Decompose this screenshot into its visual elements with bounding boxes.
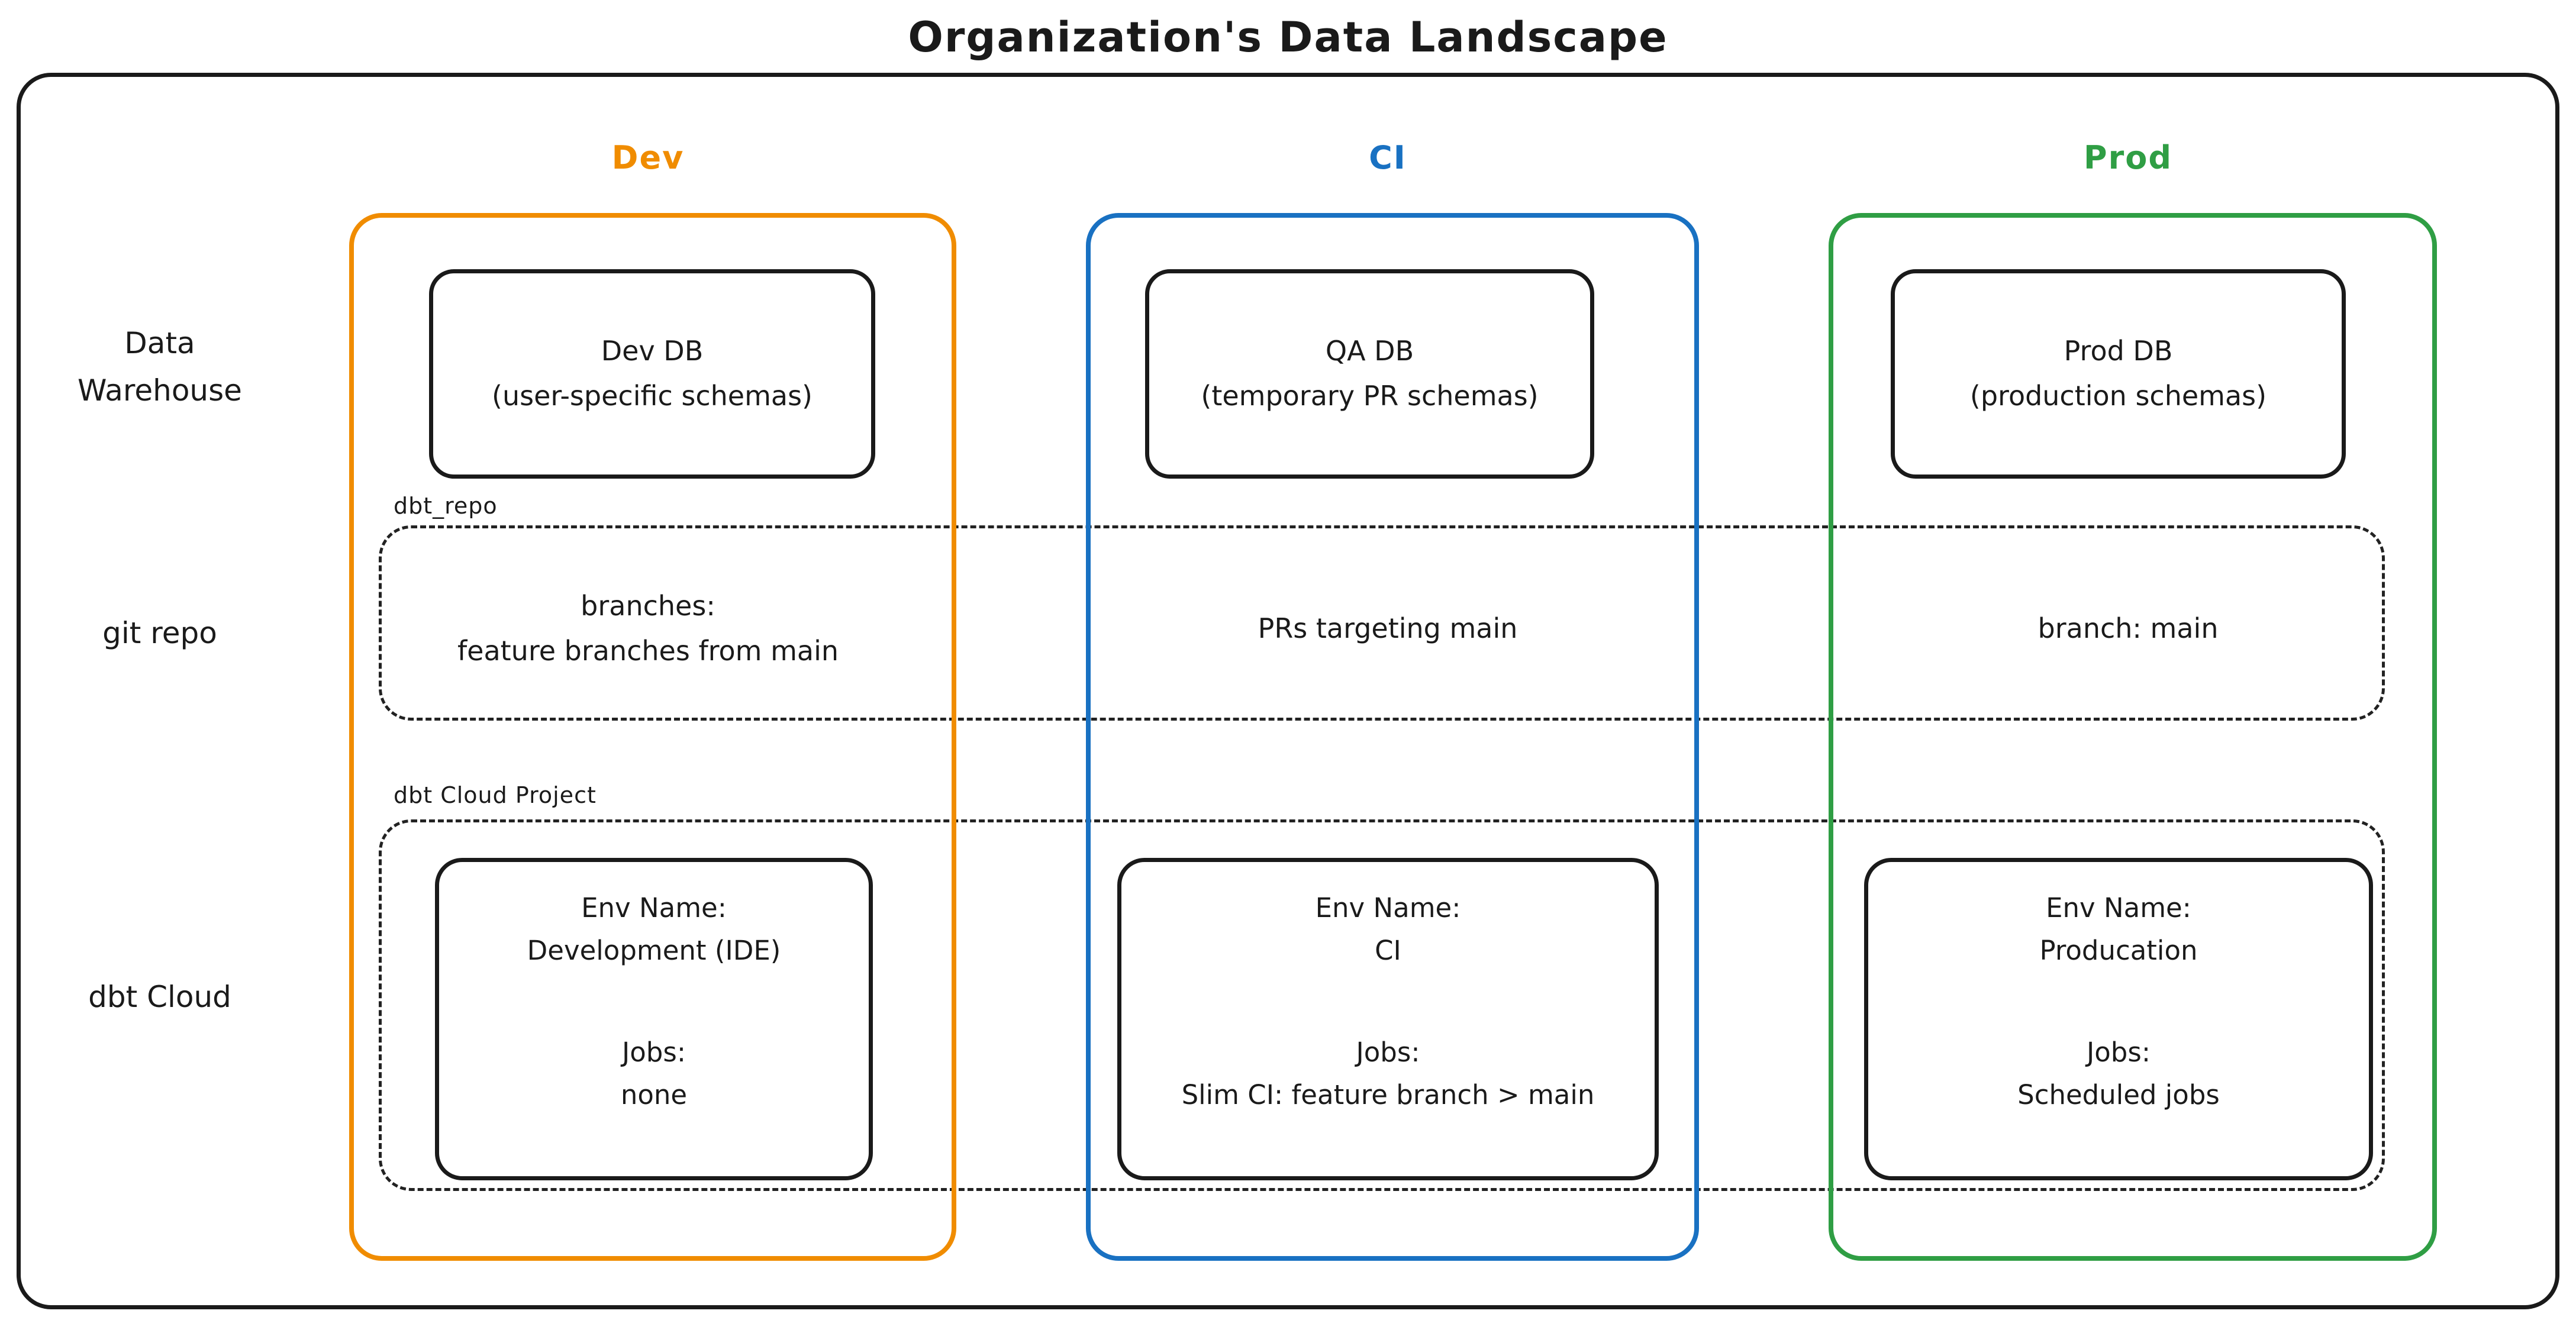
env-box-ci-jobs-value: Slim CI: feature branch > main — [1181, 1079, 1595, 1111]
env-box-prod-jobs-value: Scheduled jobs — [2017, 1079, 2220, 1111]
row-label-data-warehouse: Data Warehouse — [12, 319, 308, 414]
dev-db-title: Dev DB — [601, 335, 704, 367]
prod-db-title: Prod DB — [2064, 335, 2173, 367]
env-box-dev: Env Name: Development (IDE) Jobs: none — [435, 858, 873, 1180]
prod-db-subtitle: (production schemas) — [1969, 380, 2267, 412]
landscape-outer-container — [17, 73, 2559, 1309]
env-box-ci-env-name: CI — [1375, 935, 1401, 966]
column-box-prod — [1829, 213, 2437, 1261]
column-header-ci: CI — [1369, 139, 1407, 176]
page-title: Organization's Data Landscape — [908, 13, 1668, 62]
git-text-prod: branch: main — [1829, 553, 2427, 704]
qa-db-subtitle: (temporary PR schemas) — [1201, 380, 1539, 412]
git-text-ci-line1: PRs targeting main — [1258, 612, 1518, 644]
git-text-dev-line2: feature branches from main — [457, 634, 839, 667]
env-box-prod-jobs-label: Jobs: — [2087, 1037, 2151, 1068]
prod-db-box: Prod DB (production schemas) — [1891, 269, 2346, 479]
env-box-dev-env-name: Development (IDE) — [527, 935, 781, 966]
env-box-prod-env-name: Producation — [2039, 935, 2198, 966]
row-label-git-repo: git repo — [102, 616, 217, 650]
git-text-ci: PRs targeting main — [1086, 553, 1690, 704]
env-box-dev-jobs-value: none — [620, 1079, 688, 1111]
qa-db-title: QA DB — [1325, 335, 1414, 367]
env-box-ci-jobs-label: Jobs: — [1356, 1037, 1420, 1068]
git-text-dev-line1: branches: — [581, 589, 715, 622]
git-repo-box-label: dbt_repo — [394, 493, 498, 519]
git-text-prod-line1: branch: main — [2037, 612, 2219, 644]
git-repo-dashed-box — [379, 525, 2385, 721]
env-box-ci-env-label: Env Name: — [1315, 892, 1461, 924]
qa-db-box: QA DB (temporary PR schemas) — [1145, 269, 1594, 479]
dev-db-subtitle: (user-specific schemas) — [492, 380, 813, 412]
dbt-cloud-project-box-label: dbt Cloud Project — [394, 782, 597, 808]
row-label-data-warehouse-line2: Warehouse — [78, 373, 242, 408]
env-box-ci: Env Name: CI Jobs: Slim CI: feature bran… — [1117, 858, 1659, 1180]
env-box-dev-jobs-label: Jobs: — [622, 1037, 686, 1068]
env-box-prod: Env Name: Producation Jobs: Scheduled jo… — [1864, 858, 2373, 1180]
column-header-dev: Dev — [611, 139, 685, 176]
env-box-prod-env-label: Env Name: — [2046, 892, 2191, 924]
row-label-data-warehouse-line1: Data — [124, 326, 195, 360]
row-label-dbt-cloud: dbt Cloud — [88, 980, 231, 1014]
git-text-dev: branches: feature branches from main — [349, 553, 947, 704]
column-header-prod: Prod — [2084, 139, 2172, 176]
dev-db-box: Dev DB (user-specific schemas) — [429, 269, 875, 479]
column-box-ci — [1086, 213, 1699, 1261]
column-box-dev — [349, 213, 956, 1261]
env-box-dev-env-label: Env Name: — [581, 892, 727, 924]
dbt-cloud-project-dashed-box — [379, 819, 2385, 1191]
